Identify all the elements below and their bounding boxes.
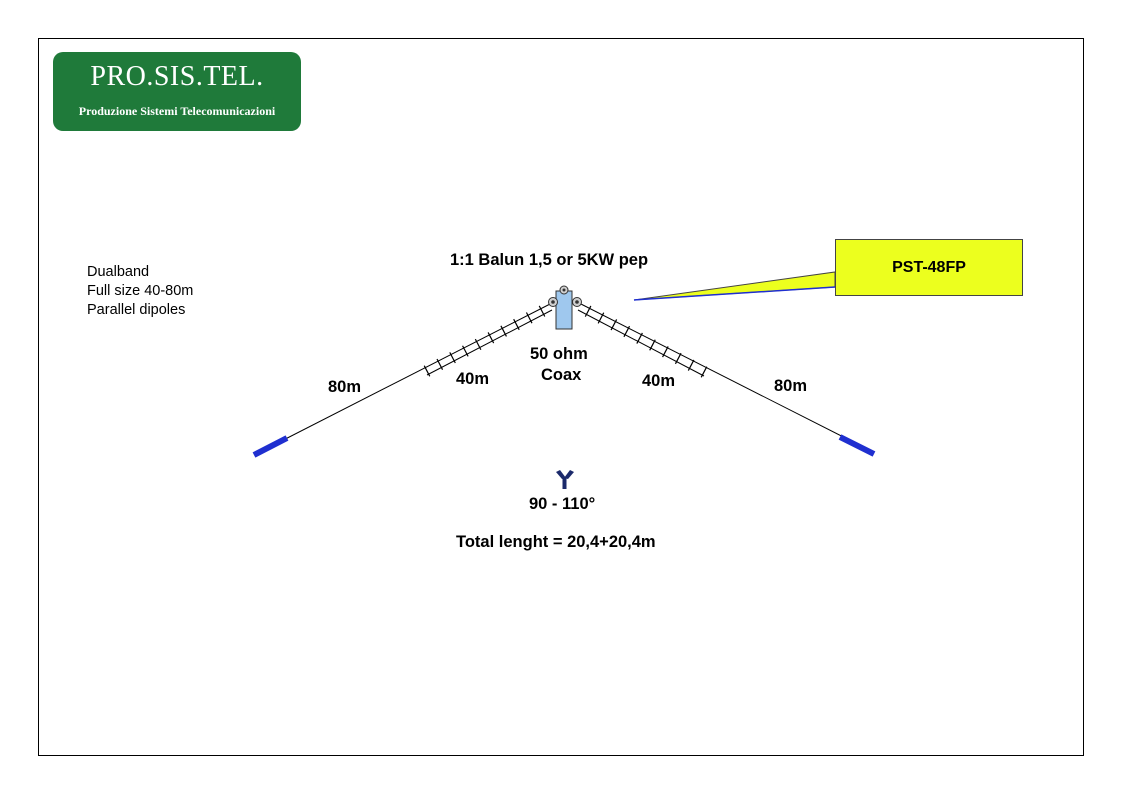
right-80m-label: 80m	[774, 377, 808, 395]
spacer-tick	[662, 346, 669, 358]
spacer-tick	[436, 358, 444, 370]
right-40m-wire	[577, 309, 705, 377]
note-line: Full size 40-80m	[87, 283, 194, 299]
note-line: Parallel dipoles	[87, 302, 186, 318]
total-length-label: Total lenght = 20,4+20,4m	[456, 533, 656, 551]
company-logo: PRO.SIS.TEL. Produzione Sistemi Telecomu…	[53, 52, 301, 131]
left-40m-label: 40m	[456, 370, 490, 388]
spacer-tick	[610, 319, 618, 331]
left-80m-wire	[255, 301, 555, 455]
page-frame	[38, 38, 1084, 756]
callout-pointer-edge	[633, 286, 836, 301]
spacer-tick	[449, 352, 456, 364]
right-80m-wire	[576, 301, 874, 453]
spacer-tick	[474, 338, 482, 351]
left-40m-wire	[426, 309, 553, 376]
spacer-tick	[636, 332, 643, 344]
angle-icon	[556, 470, 574, 489]
spacer-tick	[538, 305, 546, 317]
coax-label: Coax	[541, 366, 582, 384]
left-end-insulator	[252, 435, 289, 458]
coax-impedance-label: 50 ohm	[530, 345, 588, 363]
spacer-tick	[623, 325, 631, 338]
right-40m-label: 40m	[642, 372, 676, 390]
spacer-tick	[487, 332, 495, 344]
right-end-insulator	[838, 434, 876, 457]
model-callout: PST-48FP	[835, 239, 1023, 296]
callout-pointer	[633, 271, 836, 301]
spacer-tick	[687, 359, 695, 371]
spacer-tick	[513, 318, 520, 331]
spacer-tick	[674, 352, 682, 365]
left-80m-label: 80m	[328, 378, 362, 396]
spacer-tick	[597, 312, 605, 324]
balun-icon	[548, 285, 582, 330]
logo-subtitle: Produzione Sistemi Telecomunicazioni	[78, 104, 276, 118]
spacer-tick	[500, 325, 507, 337]
spacer-tick	[525, 312, 533, 324]
spacer-tick	[423, 365, 431, 377]
spacer-tick	[584, 305, 592, 317]
logo-title: PRO.SIS.TEL.	[90, 61, 264, 92]
spacer-tick	[649, 339, 656, 351]
spacer-tick	[700, 366, 708, 378]
spacer-tick	[462, 345, 469, 357]
note-line: Dualband	[87, 264, 150, 280]
antenna-notes: Dualband Full size 40-80m Parallel dipol…	[87, 263, 193, 320]
balun-label: 1:1 Balun 1,5 or 5KW pep	[450, 251, 649, 269]
model-label: PST-48FP	[892, 259, 966, 276]
left-spacers	[423, 305, 546, 377]
angle-label: 90 - 110°	[529, 495, 596, 513]
right-spacers	[584, 305, 708, 378]
